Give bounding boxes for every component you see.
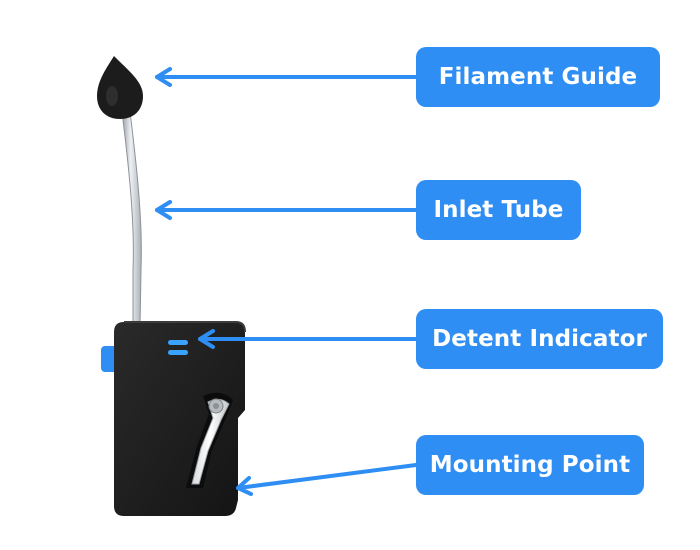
side-button (101, 346, 117, 372)
arrow-left-icon (198, 329, 418, 349)
teardrop-guide-icon (97, 56, 143, 119)
label-filament-guide: Filament Guide (416, 47, 660, 107)
arrow-left-icon (155, 200, 418, 220)
inlet-tube (121, 111, 142, 329)
label-mounting-point: Mounting Point (416, 435, 644, 495)
sensor-body (114, 321, 246, 516)
label-detent-indicator: Detent Indicator (416, 309, 663, 369)
label-inlet-tube: Inlet Tube (416, 180, 581, 240)
detent-indicator-slots (168, 340, 188, 355)
arrow-left-icon (155, 67, 418, 87)
arrow-left-icon (236, 463, 418, 496)
mounting-lever (186, 392, 233, 488)
